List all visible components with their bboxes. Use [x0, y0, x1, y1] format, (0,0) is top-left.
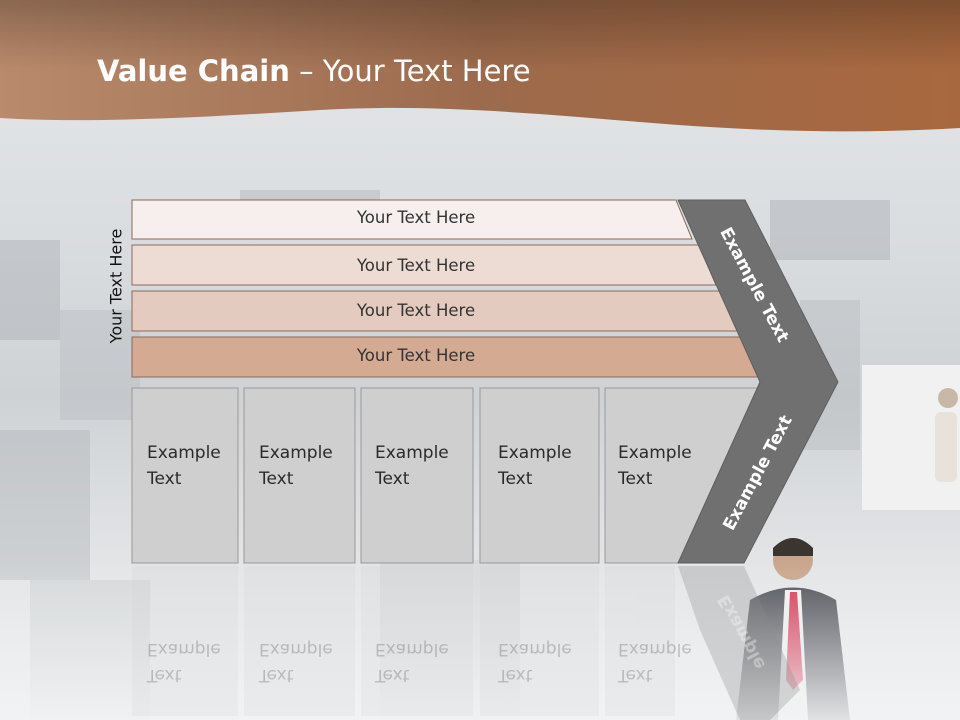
activity-label-5: Example Text	[618, 440, 692, 492]
activity-box-4	[479, 387, 600, 564]
activity-label-4-line2: Text	[498, 469, 533, 489]
activity-reflection-1-line2: Text	[147, 665, 182, 685]
activity-box-2	[243, 387, 356, 564]
activity-label-3-line1: Example	[375, 443, 449, 463]
title-rest: – Your Text Here	[289, 54, 531, 88]
activity-box-3	[360, 387, 474, 564]
activity-reflection-2-line1: Example	[259, 639, 333, 659]
activity-reflection-4-line2: Text	[498, 665, 533, 685]
activity-label-1-line1: Example	[147, 443, 221, 463]
activity-label-5-line2: Text	[618, 469, 653, 489]
row-bars	[131, 199, 763, 378]
activity-box-reflection	[132, 566, 675, 716]
activity-reflection-5-line1: Example	[618, 639, 692, 659]
activity-reflection-5-line2: Text	[618, 665, 653, 685]
activity-label-2-line1: Example	[259, 443, 333, 463]
woman-figure	[935, 388, 958, 482]
margin-chevron	[677, 199, 839, 564]
activity-label-2-line2: Text	[259, 469, 294, 489]
activity-boxes	[131, 387, 763, 564]
activity-reflection-5: Text Example	[618, 636, 692, 688]
activity-reflection-4-line1: Example	[498, 639, 572, 659]
activity-label-4-line1: Example	[498, 443, 572, 463]
side-label: Your Text Here	[106, 228, 126, 344]
margin-chevron-reflection	[678, 566, 800, 720]
row-label-4: Your Text Here	[356, 346, 476, 365]
activity-label-2: Example Text	[259, 440, 333, 492]
activity-box-1	[131, 387, 239, 564]
activity-label-1-line2: Text	[147, 469, 182, 489]
title-bold: Value Chain	[97, 54, 290, 88]
row-label-3: Your Text Here	[356, 301, 476, 320]
row-bar-1	[131, 199, 693, 240]
activity-reflection-3-line2: Text	[375, 665, 410, 685]
activity-reflection-1-line1: Example	[147, 639, 221, 659]
row-label-2: Your Text Here	[356, 256, 476, 275]
activity-reflection-3: Text Example	[375, 636, 449, 688]
activity-reflection-1: Text Example	[147, 636, 221, 688]
activity-reflection-3-line1: Example	[375, 639, 449, 659]
activity-reflection-2-line2: Text	[259, 665, 294, 685]
activity-label-3: Example Text	[375, 440, 449, 492]
activity-label-5-line1: Example	[618, 443, 692, 463]
row-label-1: Your Text Here	[356, 208, 476, 227]
activity-label-1: Example Text	[147, 440, 221, 492]
activity-label-4: Example Text	[498, 440, 572, 492]
activity-reflection-4: Text Example	[498, 636, 572, 688]
slide-title: Value Chain – Your Text Here	[97, 54, 531, 88]
activity-reflection-2: Text Example	[259, 636, 333, 688]
activity-label-3-line2: Text	[375, 469, 410, 489]
